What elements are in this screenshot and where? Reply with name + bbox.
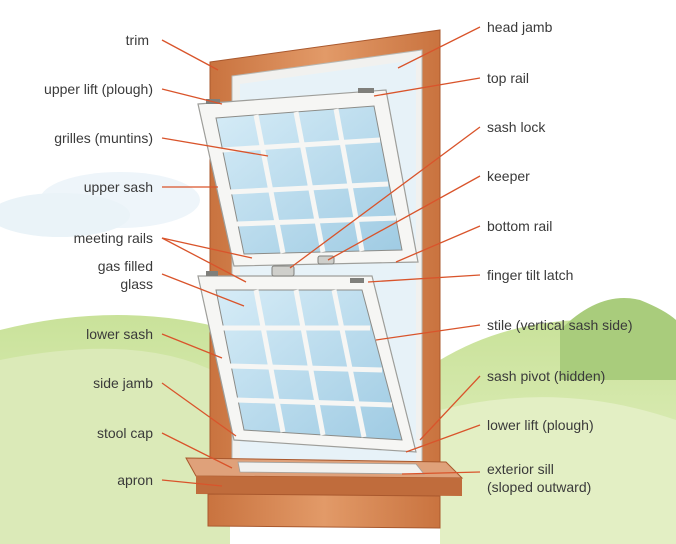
label-finger-tilt-latch: finger tilt latch <box>487 267 574 283</box>
label-keeper: keeper <box>487 168 530 184</box>
label-gas-filled-line1: gas filled <box>97 258 153 274</box>
label-bottom-rail: bottom rail <box>487 218 553 234</box>
label-head-jamb: head jamb <box>487 19 553 35</box>
label-stool-cap: stool cap <box>96 425 153 441</box>
label-exterior-sill-line1: exterior sill <box>487 461 554 477</box>
label-meeting-rails: meeting rails <box>73 230 153 246</box>
label-upper-sash: upper sash <box>83 179 153 195</box>
label-top-rail: top rail <box>487 70 530 86</box>
lower-muntins <box>222 289 393 438</box>
leader-gas-filled <box>161 273 245 307</box>
label-sash-pivot: sash pivot (hidden) <box>487 368 606 384</box>
leader-head-jamb <box>397 26 481 69</box>
leader-exterior-sill <box>401 471 481 475</box>
leader-grilles <box>161 137 269 157</box>
leader-trim <box>161 39 219 71</box>
leader-sash-lock <box>289 126 481 269</box>
leader-lines <box>161 26 481 487</box>
leader-meeting-rails-b <box>161 237 247 283</box>
leader-keeper <box>327 175 481 261</box>
label-stile: stile (vertical sash side) <box>487 317 633 333</box>
label-lower-lift: lower lift (plough) <box>487 417 594 433</box>
label-grilles: grilles (muntins) <box>54 130 153 146</box>
leader-meeting-rails-a <box>161 237 253 259</box>
label-apron: apron <box>117 472 153 488</box>
upper-sash <box>197 88 419 267</box>
label-lower-sash: lower sash <box>86 326 153 342</box>
leader-bottom-rail <box>395 225 481 263</box>
leader-upper-lift <box>161 88 223 105</box>
leader-lower-sash <box>161 333 223 359</box>
leader-stile <box>375 324 481 341</box>
leader-apron <box>161 479 223 487</box>
leader-lower-lift <box>405 424 481 453</box>
label-exterior-sill-line2: (sloped outward) <box>487 479 592 495</box>
leader-stool-cap <box>161 432 233 469</box>
label-exterior-sill: exterior sill (sloped outward) <box>487 460 591 496</box>
label-side-jamb: side jamb <box>93 375 153 391</box>
label-gas-filled-glass: gas filled glass <box>98 257 153 293</box>
leader-side-jamb <box>161 382 237 437</box>
grilles-muntins <box>221 108 397 254</box>
landscape-background <box>0 172 676 544</box>
leader-top-rail <box>373 77 481 97</box>
lower-sash <box>197 255 417 453</box>
label-upper-lift: upper lift (plough) <box>44 81 153 97</box>
label-trim: trim <box>125 32 149 48</box>
leader-sash-pivot <box>419 375 481 441</box>
label-sash-lock: sash lock <box>487 119 546 135</box>
label-gas-filled-line2: glass <box>120 276 153 292</box>
leader-finger-tilt <box>367 274 481 283</box>
stool-cap-apron <box>185 457 464 529</box>
